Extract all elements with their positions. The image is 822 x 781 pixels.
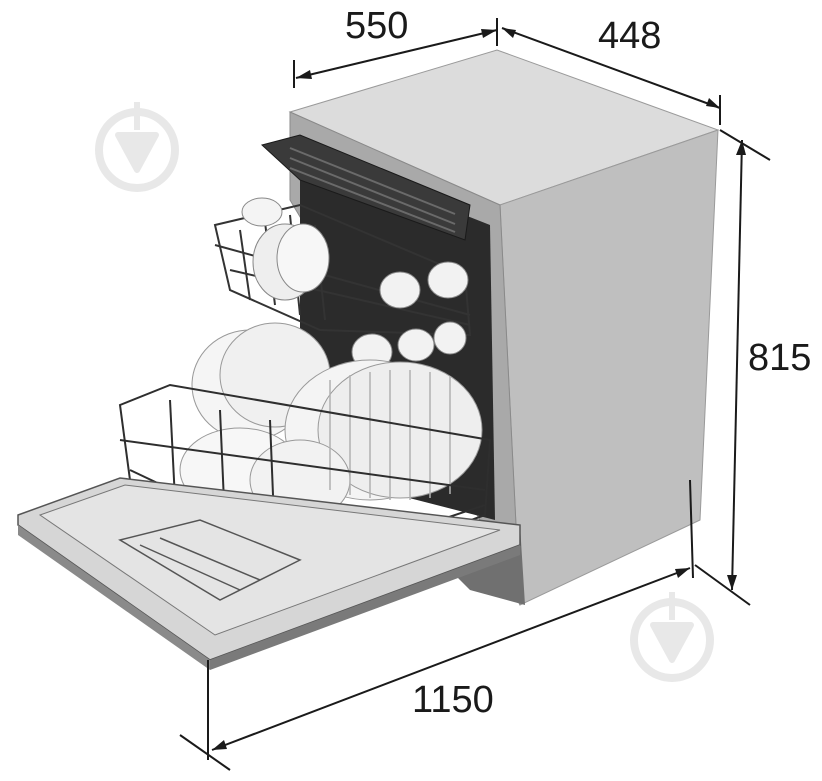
depth-label: 550 bbox=[345, 5, 408, 47]
open-door bbox=[17, 477, 521, 670]
height-dimension-line bbox=[731, 139, 743, 591]
width-dimension-line bbox=[501, 27, 721, 109]
watermark-logo-icon bbox=[630, 592, 714, 682]
cutlery-tray-slots bbox=[289, 147, 456, 233]
door-basket bbox=[118, 519, 302, 601]
open-depth-label: 1150 bbox=[412, 679, 494, 721]
depth-dimension-line bbox=[295, 29, 498, 79]
door-edge bbox=[18, 525, 210, 670]
width-label: 448 bbox=[598, 15, 661, 57]
cabinet-side-face bbox=[499, 129, 719, 606]
door-inner-panel bbox=[38, 484, 501, 636]
dimension-lines bbox=[179, 18, 771, 771]
height-label: 815 bbox=[748, 337, 811, 379]
watermark-logo-icon bbox=[95, 102, 179, 192]
door-edge-right bbox=[210, 545, 520, 670]
open-depth-dimension-line bbox=[211, 567, 691, 751]
plate-edge-lines bbox=[329, 370, 451, 500]
